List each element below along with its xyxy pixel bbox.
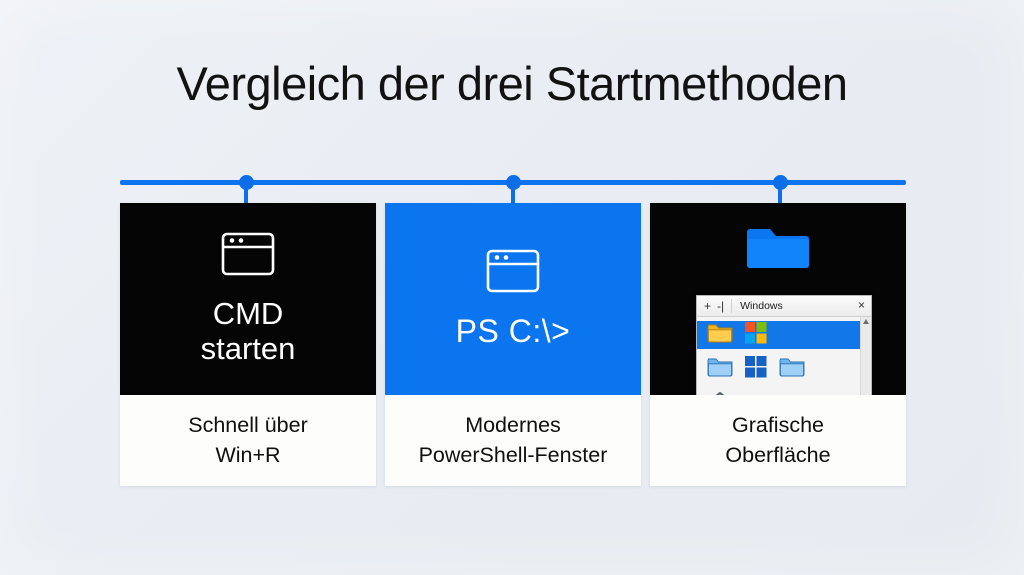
- explorer-titlebar: + -| Windows ×: [697, 296, 871, 317]
- card-cmd[interactable]: CMD starten Schnell über Win+R: [120, 203, 376, 486]
- card-cmd-display: CMD starten: [200, 295, 296, 366]
- windows-logo-color-icon: [745, 321, 767, 349]
- explorer-new-tab-icon[interactable]: +: [704, 299, 712, 313]
- card-powershell-caption: Modernes PowerShell-Fenster: [385, 395, 641, 486]
- folder-yellow-icon: [707, 322, 733, 348]
- comparison-cards: CMD starten Schnell über Win+R PS C:\>: [120, 203, 906, 486]
- card-explorer-caption-line-2: Oberfläche: [725, 442, 831, 467]
- close-icon[interactable]: ×: [857, 298, 865, 312]
- card-cmd-caption-line-2: Win+R: [215, 442, 281, 467]
- timeline-node-1[interactable]: [238, 175, 254, 190]
- folder-blue-icon: [707, 356, 733, 382]
- folder-blue-icon: [779, 356, 805, 382]
- page-title: Vergleich der drei Startmethoden: [176, 57, 848, 110]
- timeline-node-3[interactable]: [773, 175, 789, 190]
- terminal-window-icon: [486, 249, 540, 298]
- card-explorer-visual: + -| Windows ×: [650, 203, 906, 395]
- explorer-nav-buttons[interactable]: + -|: [697, 300, 731, 312]
- terminal-window-icon: [221, 232, 275, 281]
- explorer-row-selected[interactable]: [697, 321, 860, 349]
- explorer-titlebar-divider: [731, 299, 733, 313]
- explorer-back-icon[interactable]: -|: [717, 299, 725, 313]
- explorer-file-list: [697, 317, 871, 395]
- explorer-row[interactable]: [697, 389, 860, 395]
- card-explorer[interactable]: + -| Windows ×: [650, 203, 906, 486]
- card-powershell-caption-line-1: Modernes: [465, 413, 561, 438]
- home-icon: [707, 390, 733, 395]
- card-powershell[interactable]: PS C:\> Modernes PowerShell-Fenster: [385, 203, 641, 486]
- card-cmd-caption: Schnell über Win+R: [120, 395, 376, 486]
- card-cmd-line-2: starten: [200, 330, 296, 366]
- card-powershell-line-1: PS C:\>: [455, 312, 571, 349]
- card-cmd-line-1: CMD: [212, 295, 284, 331]
- card-cmd-caption-line-1: Schnell über: [188, 413, 308, 438]
- folder-icon: [747, 221, 809, 276]
- timeline-node-2[interactable]: [506, 175, 521, 190]
- windows-logo-blue-icon: [745, 355, 767, 383]
- timeline-stem-2: [511, 182, 515, 206]
- card-powershell-caption-line-2: PowerShell-Fenster: [418, 442, 608, 467]
- explorer-window-title: Windows: [740, 300, 783, 312]
- card-powershell-visual: PS C:\>: [385, 203, 641, 395]
- timeline-stem-3: [778, 182, 783, 206]
- scroll-up-icon[interactable]: [863, 319, 869, 324]
- method-timeline: [120, 175, 906, 206]
- explorer-scrollbar[interactable]: [860, 317, 871, 395]
- card-explorer-caption: Grafische Oberfläche: [650, 395, 906, 486]
- card-cmd-visual: CMD starten: [120, 203, 376, 395]
- card-powershell-display: PS C:\>: [455, 312, 571, 350]
- explorer-window-mock[interactable]: + -| Windows ×: [696, 295, 872, 395]
- card-explorer-caption-line-1: Grafische: [731, 413, 824, 438]
- explorer-row[interactable]: [697, 355, 860, 383]
- timeline-stem-1: [243, 182, 248, 206]
